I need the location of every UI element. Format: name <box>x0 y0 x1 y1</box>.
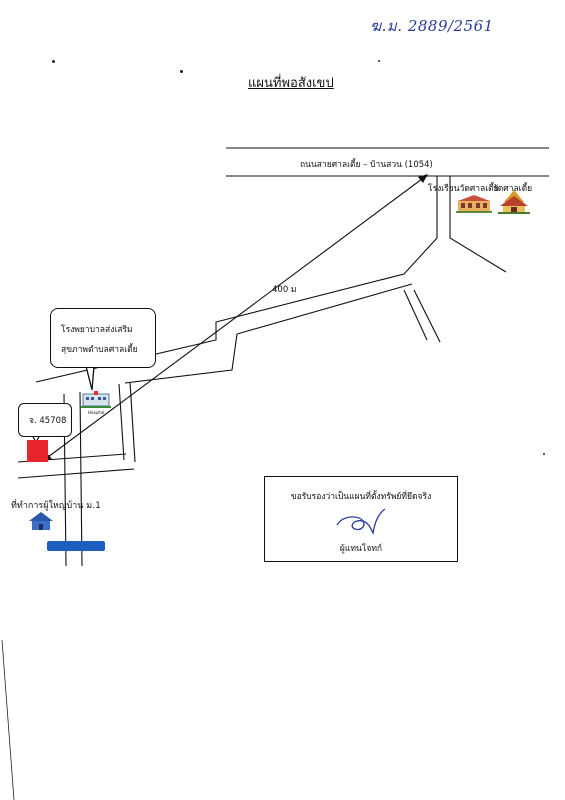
headman-office-label: ที่ทำการผู้ใหญ่บ้าน ม.1 <box>11 501 101 511</box>
plot-label: จ. 45708 <box>29 416 67 426</box>
scan-edge-mark <box>1 639 15 800</box>
branch-road-edge <box>403 289 428 341</box>
handwritten-reference: ฆ.ม. 2889/2561 <box>370 17 494 35</box>
certification-text: ขอรับรองว่าเป็นแผนที่ตั้งทรัพย์ที่ยึดจริ… <box>290 492 432 502</box>
land-plot-marker <box>27 440 48 462</box>
plot-callout: จ. 45708 <box>18 403 72 437</box>
scan-speck <box>543 453 545 455</box>
canal <box>47 541 105 551</box>
main-road-label: ถนนสายศาลเตี้ย – บ้านสวน (1054) <box>300 160 433 170</box>
distance-arrow <box>43 175 427 461</box>
vertical-road-edge <box>79 391 83 567</box>
hospital-callout-line2: สุขภาพตำบลศาลเตี้ย <box>61 345 138 355</box>
temple-icon <box>498 190 530 214</box>
distance-label: 400 ม <box>272 285 297 295</box>
hospital-callout-tail <box>85 365 95 391</box>
scan-speck <box>52 60 55 63</box>
house-icon <box>29 512 53 530</box>
arrow-head-icon <box>418 174 428 183</box>
hospital-callout: โรงพยาบาลส่งเสริม สุขภาพตำบลศาลเตี้ย <box>50 308 156 368</box>
signer-label: ผู้แทนโจทก์ <box>339 544 383 554</box>
hospital-callout-line1: โรงพยาบาลส่งเสริม <box>61 325 133 335</box>
scan-speck <box>378 60 380 62</box>
page-title: แผนที่พอสังเขป <box>248 76 334 91</box>
connector-road-edge <box>124 283 413 384</box>
certification-box: ขอรับรองว่าเป็นแผนที่ตั้งทรัพย์ที่ยึดจริ… <box>264 476 458 562</box>
signature <box>336 508 386 536</box>
local-road-edge <box>17 468 135 479</box>
vertical-road-edge <box>118 383 125 461</box>
scan-speck <box>180 70 183 73</box>
branch-road-edge <box>413 289 441 343</box>
school-label: โรงเรียนวัดศาลเตี้ย <box>428 184 499 194</box>
temple-label: วัดศาลเตี้ย <box>493 184 533 194</box>
connector-road-edge <box>449 176 507 273</box>
connector-road-edge <box>35 176 438 383</box>
hospital-building-icon <box>81 391 111 408</box>
hospital-icon-caption: Hospital <box>88 410 105 415</box>
school-building-icon <box>456 195 492 213</box>
